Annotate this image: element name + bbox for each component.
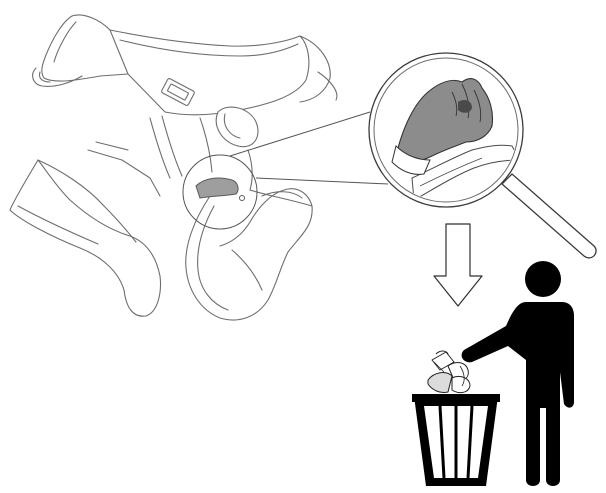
arrow-down-icon xyxy=(434,224,482,306)
trash-bin-icon xyxy=(412,394,500,486)
worn-belay-loop-icon xyxy=(183,155,257,229)
climbing-harness-icon xyxy=(10,15,337,320)
